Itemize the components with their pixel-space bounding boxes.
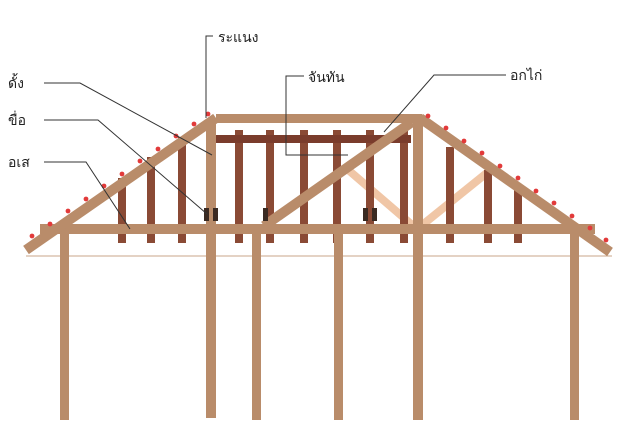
- post: [252, 230, 261, 420]
- stud: [178, 137, 186, 243]
- leader-lines: [44, 35, 506, 230]
- post: [206, 120, 216, 418]
- leader-chanthan: [285, 75, 348, 156]
- stud: [300, 130, 308, 243]
- label-ose: อเส: [8, 155, 30, 171]
- leader-dang: [44, 82, 213, 156]
- batten: [587, 225, 593, 231]
- post: [413, 120, 423, 420]
- stud: [235, 130, 243, 243]
- dark-purlin: [206, 135, 411, 143]
- batten: [479, 150, 485, 156]
- batten: [443, 125, 449, 131]
- batten: [155, 146, 161, 152]
- label-dang: ดั้ง: [8, 73, 24, 92]
- batten: [137, 158, 143, 164]
- rafter-inner-diagonal: [261, 117, 415, 231]
- joint-blocks: [204, 208, 377, 221]
- joint-block: [204, 208, 209, 221]
- stud: [514, 190, 522, 243]
- batten: [497, 163, 503, 169]
- batten: [205, 111, 211, 117]
- stud: [446, 147, 454, 243]
- post: [334, 230, 343, 420]
- label-khue: ขื่อ: [8, 111, 26, 129]
- batten: [461, 138, 467, 144]
- joint-block: [372, 208, 377, 221]
- stud: [266, 130, 274, 243]
- stud: [400, 130, 408, 243]
- label-ranaeng: ระแนง: [218, 30, 258, 46]
- batten: [83, 196, 89, 202]
- stud: [333, 130, 341, 243]
- leader-khue: [44, 119, 208, 215]
- batten: [119, 171, 125, 177]
- batten: [47, 221, 53, 227]
- posts: [60, 120, 579, 420]
- batten: [551, 200, 557, 206]
- stud: [147, 157, 155, 243]
- batten: [569, 213, 575, 219]
- ridge-beam: [216, 114, 422, 123]
- stud: [484, 170, 492, 243]
- leader-ose: [44, 161, 131, 230]
- post: [570, 230, 579, 420]
- joint-block: [263, 208, 268, 221]
- post: [60, 230, 69, 420]
- batten: [425, 113, 431, 119]
- stud: [366, 130, 374, 243]
- batten: [533, 188, 539, 194]
- batten: [191, 121, 197, 127]
- batten: [515, 175, 521, 181]
- rafter-right: [417, 113, 613, 257]
- label-chanthan: จันทัน: [308, 70, 345, 86]
- stud: [118, 178, 126, 243]
- batten: [603, 237, 609, 243]
- batten: [65, 208, 71, 214]
- joint-block: [363, 208, 368, 221]
- batten: [29, 233, 35, 239]
- tie-beam: [40, 224, 595, 234]
- leader-ranaeng: [205, 35, 213, 118]
- joint-block: [213, 208, 218, 221]
- leader-okkai: [383, 74, 506, 133]
- battens: [29, 111, 609, 243]
- label-okkai: อกไก่: [510, 67, 542, 84]
